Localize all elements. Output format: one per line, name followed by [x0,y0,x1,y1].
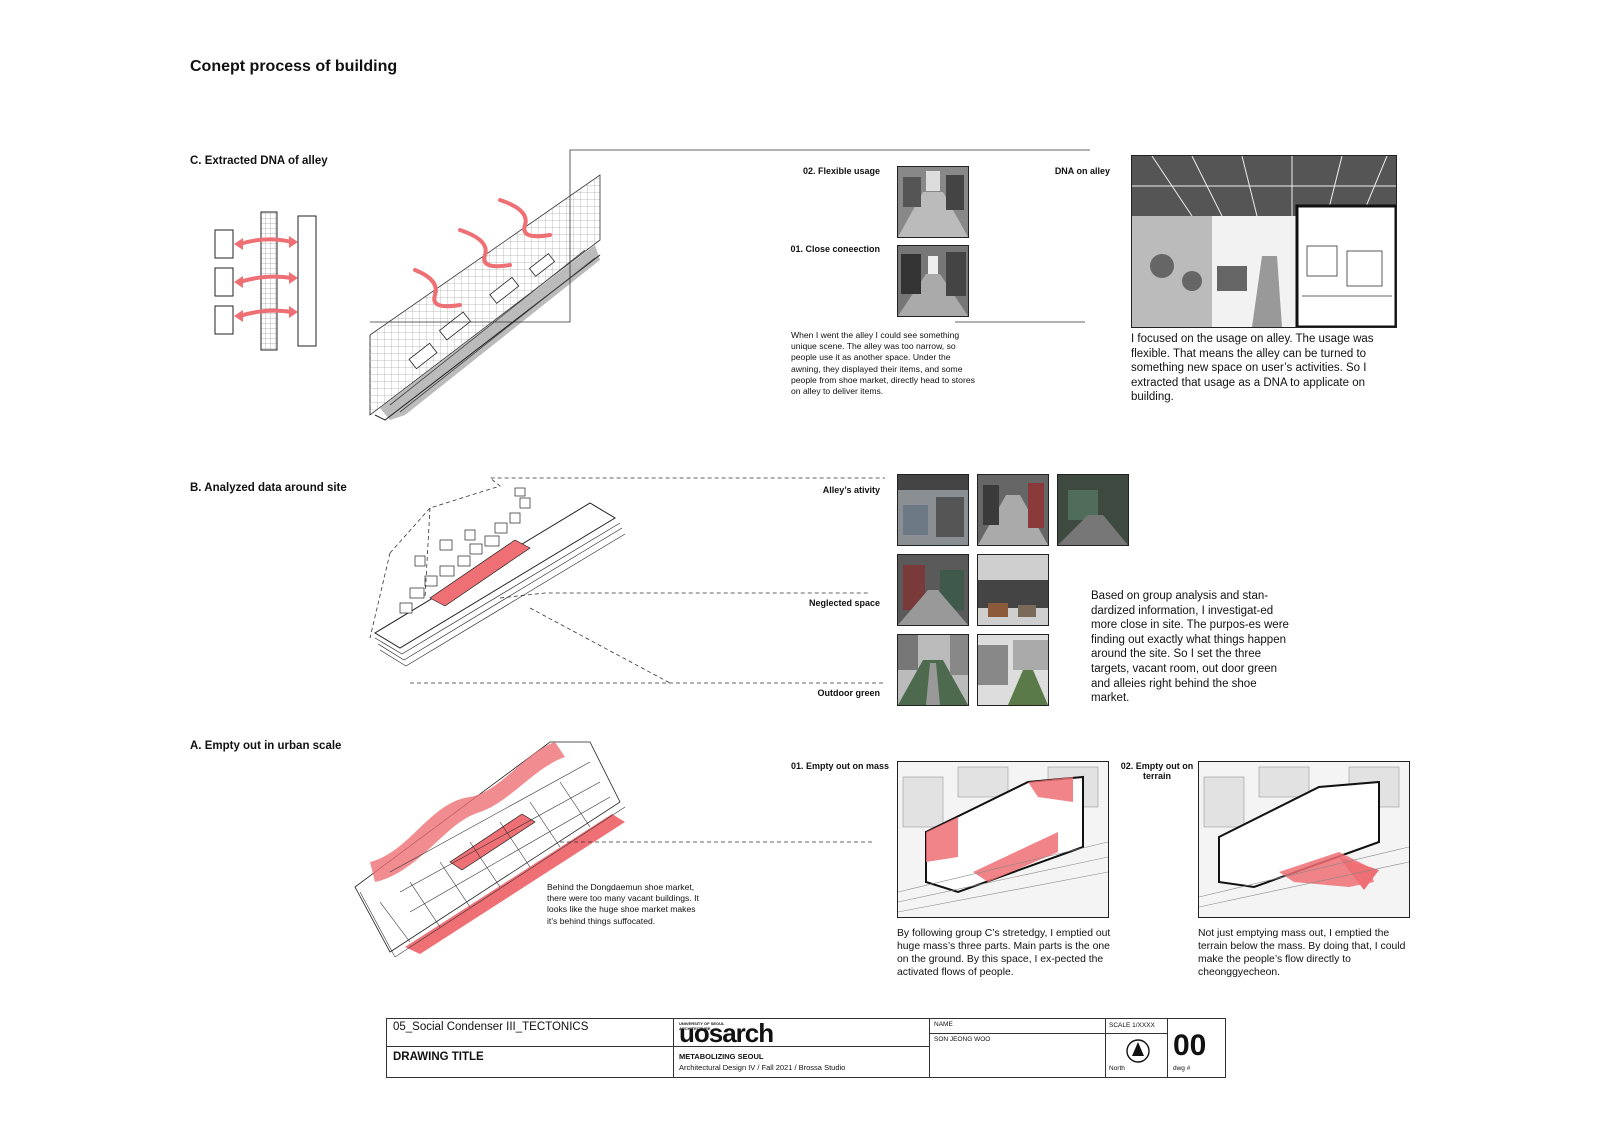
photo-activity-3 [1057,474,1129,546]
label-empty-terrain: 02. Empty out on terrain [1113,761,1201,781]
page-title: Conept process of building [190,58,397,76]
label-neglected-space: Neglected space [760,598,880,608]
photo-activity-1 [897,474,969,546]
photo-green-1 [897,634,969,706]
text-urban-site: Behind the Dongdaemun shoe market, there… [547,882,707,927]
diagram-empty-mass [897,761,1109,918]
section-b-heading: B. Analyzed data around site [190,482,347,494]
photo-close-connection [897,245,969,317]
course-name: 05_Social Condenser III_TECTONICS [393,1021,588,1033]
alley-axonometric [370,150,1110,435]
urban-scale-axonometric [350,742,900,962]
dwg-number: 00 [1173,1029,1206,1063]
section-a-heading: A. Empty out in urban scale [190,740,341,752]
label-outdoor-green: Outdoor green [760,688,880,698]
text-alley-observation: When I went the alley I could see someth… [791,330,979,397]
photo-flexible-usage [897,166,969,238]
dwg-label: dwg # [1173,1065,1190,1072]
section-c-heading: C. Extracted DNA of alley [190,155,328,167]
north-label: North [1109,1065,1125,1072]
photo-neglected-2 [977,554,1049,626]
uosarch-logo: uosarch [679,1020,773,1046]
studio-info: Architectural Design IV / Fall 2021 / Br… [679,1063,845,1072]
scale-label: SCALE 1/XXXX [1109,1022,1155,1029]
drawing-title: DRAWING TITLE [393,1051,484,1063]
label-close-connection: 01. Close coneection [700,244,880,254]
name-label: NAME [934,1021,953,1028]
label-flexible-usage: 02. Flexible usage [700,166,880,176]
diagram-empty-terrain [1198,761,1410,918]
text-usage-dna: I focused on the usage on alley. The usa… [1131,332,1399,405]
name-value: SON JEONG WOO [934,1036,990,1043]
photo-neglected-1 [897,554,969,626]
title-block: 05_Social Condenser III_TECTONICS DRAWIN… [386,1018,1226,1078]
text-empty-mass: By following group C’s stretedgy, I empt… [897,927,1112,979]
photo-green-2 [977,634,1049,706]
label-dna-on-alley: DNA on alley [960,166,1110,176]
text-site-analysis: Based on group analysis and stan-dardize… [1091,589,1296,706]
label-alley-activity: Alley’s ativity [760,485,880,495]
photo-dna-on-alley [1131,155,1397,328]
north-arrow-icon [1125,1038,1151,1064]
site-analysis-axonometric [370,478,890,703]
text-empty-terrain: Not just emptying mass out, I emptied th… [1198,927,1413,979]
label-empty-mass: 01. Empty out on mass [790,761,890,771]
dna-schematic [210,208,320,353]
photo-activity-2 [977,474,1049,546]
project-name: METABOLIZING SEOUL [679,1052,763,1061]
